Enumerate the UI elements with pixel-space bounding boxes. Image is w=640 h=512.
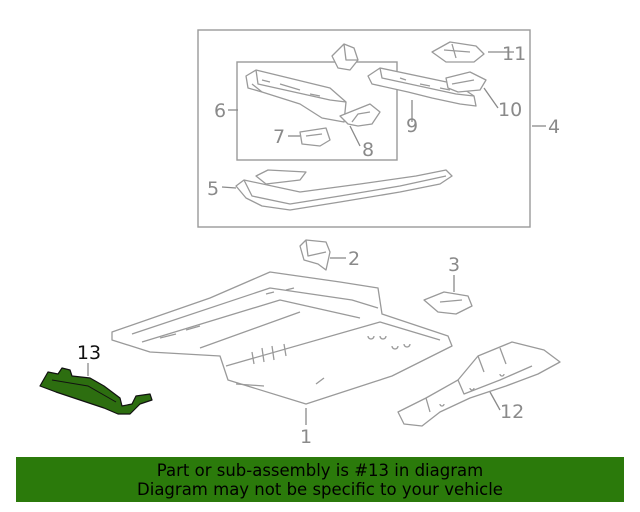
subassembly-box	[197, 29, 531, 228]
callout-1: 1	[300, 426, 312, 448]
part-10-bracket[interactable]	[445, 71, 487, 93]
part-8-bracket[interactable]	[339, 103, 381, 127]
callout-6: 6	[214, 100, 226, 122]
part-2-bracket[interactable]	[299, 239, 331, 271]
part-11-bracket[interactable]	[431, 41, 485, 63]
leader-lines	[87, 51, 546, 425]
callout-8: 8	[362, 139, 374, 161]
parts-diagram: 1 2 3 4 5 6 7 8 9 10 11 12 13	[39, 29, 561, 448]
part-1-floor-pan[interactable]	[111, 271, 453, 405]
callout-5: 5	[207, 178, 219, 200]
part-6-crossmember[interactable]	[245, 69, 347, 123]
callout-13: 13	[77, 342, 101, 364]
part-13-highlighted[interactable]	[39, 367, 153, 415]
callout-4: 4	[548, 116, 560, 138]
part-3-bracket[interactable]	[423, 291, 473, 315]
callout-7: 7	[273, 126, 285, 148]
part-12-rail[interactable]	[397, 341, 561, 427]
callout-3: 3	[448, 254, 460, 276]
banner-line-2: Diagram may not be specific to your vehi…	[137, 479, 503, 499]
part-5-rail[interactable]	[235, 169, 453, 211]
banner-line-1: Part or sub-assembly is #13 in diagram	[156, 460, 484, 480]
upper-bracket[interactable]	[331, 43, 359, 71]
callout-10: 10	[498, 99, 522, 121]
callout-12: 12	[500, 401, 524, 423]
callout-11: 11	[502, 43, 526, 65]
callout-9: 9	[406, 115, 418, 137]
part-7-bracket[interactable]	[299, 127, 331, 147]
part-9-crossmember[interactable]	[367, 67, 477, 107]
callout-2: 2	[348, 248, 360, 270]
inner-assembly-box	[236, 61, 398, 161]
info-banner: Part or sub-assembly is #13 in diagram D…	[16, 457, 624, 502]
